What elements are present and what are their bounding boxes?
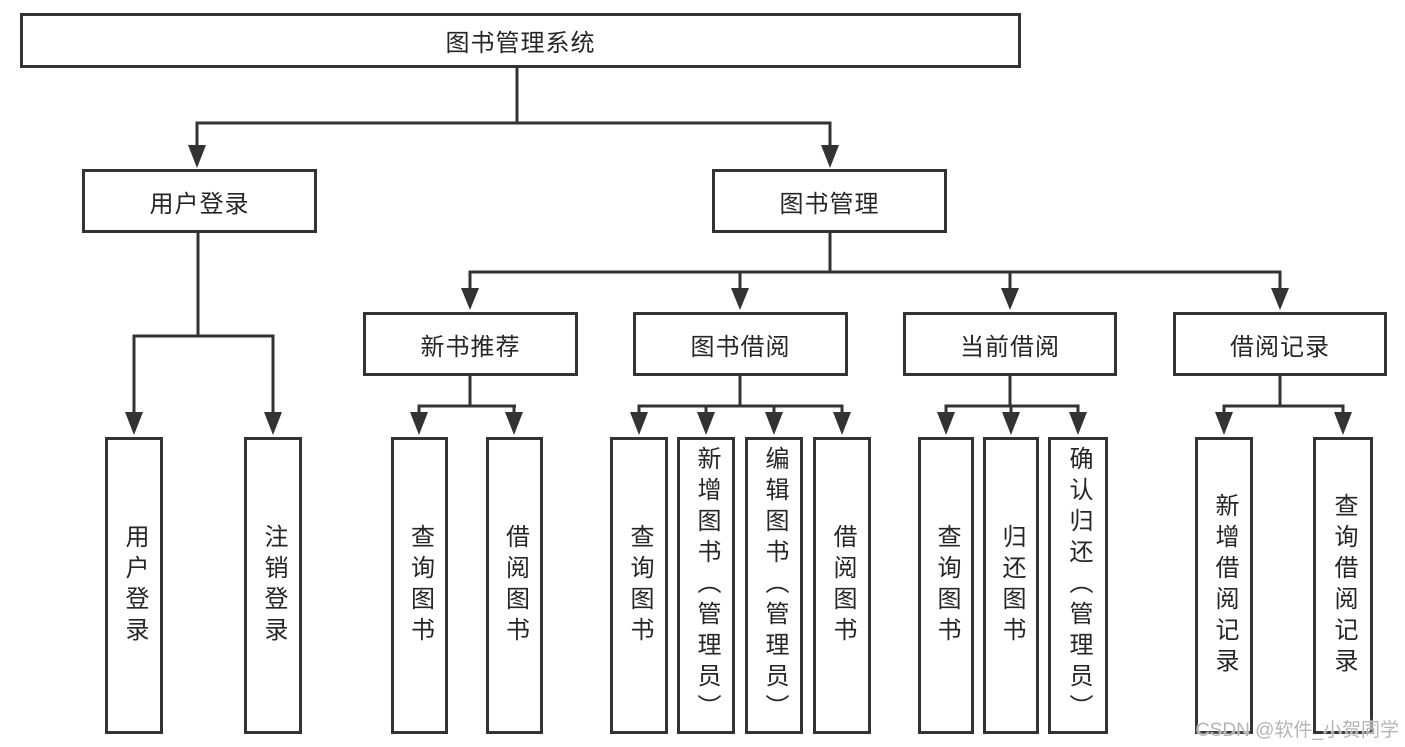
leaf-borrow-books-recommend: 借阅图书 xyxy=(486,437,543,734)
leaf-edit-books-admin: 编辑图书（管理员） xyxy=(745,437,803,734)
leaf-logout-label: 注销登录 xyxy=(260,523,287,648)
leaf-query-books-current: 查询图书 xyxy=(918,437,974,734)
node-book-borrow: 图书借阅 xyxy=(633,312,848,376)
leaf-query-borrow-record-label: 查询借阅记录 xyxy=(1330,492,1357,679)
node-book-management: 图书管理 xyxy=(712,169,947,233)
leaf-user-login: 用户登录 xyxy=(105,437,163,734)
csdn-watermark: CSDN @软件_小贺同学 xyxy=(1196,720,1399,741)
leaf-edit-books-admin-label: 编辑图书（管理员） xyxy=(761,446,788,725)
connector-book-mgmt-children xyxy=(461,233,1289,310)
connector-current-borrow-children xyxy=(937,376,1087,435)
leaf-add-borrow-record: 新增借阅记录 xyxy=(1195,437,1253,734)
leaf-return-books: 归还图书 xyxy=(983,437,1039,734)
node-borrow-record: 借阅记录 xyxy=(1173,312,1387,376)
connector-root-to-level2 xyxy=(188,68,839,168)
connector-book-borrow-children xyxy=(630,376,851,435)
leaf-borrow-books: 借阅图书 xyxy=(813,437,871,734)
leaf-confirm-return-admin-label: 确认归还（管理员） xyxy=(1065,446,1092,725)
leaf-add-books-admin-label: 新增图书（管理员） xyxy=(693,446,720,725)
node-root-library-system: 图书管理系统 xyxy=(20,13,1021,68)
leaf-logout: 注销登录 xyxy=(244,437,302,734)
node-new-book-recommend-label: 新书推荐 xyxy=(420,333,521,361)
leaf-return-books-label: 归还图书 xyxy=(998,523,1025,648)
connector-borrow-record-children xyxy=(1215,376,1352,435)
leaf-user-login-label: 用户登录 xyxy=(121,523,148,648)
leaf-query-books-borrow-label: 查询图书 xyxy=(626,523,653,648)
node-borrow-record-label: 借阅记录 xyxy=(1230,333,1330,361)
leaf-query-books-borrow: 查询图书 xyxy=(610,437,668,734)
leaf-add-books-admin: 新增图书（管理员） xyxy=(677,437,735,734)
connector-user-login-children xyxy=(125,233,282,435)
leaf-add-borrow-record-label: 新增借阅记录 xyxy=(1211,492,1238,679)
node-current-borrow-label: 当前借阅 xyxy=(960,333,1060,361)
leaf-query-borrow-record: 查询借阅记录 xyxy=(1313,437,1373,734)
node-user-login-label: 用户登录 xyxy=(149,190,250,218)
leaf-query-books-recommend-label: 查询图书 xyxy=(406,523,434,648)
node-book-borrow-label: 图书借阅 xyxy=(690,333,791,361)
node-current-borrow: 当前借阅 xyxy=(903,312,1117,376)
node-user-login: 用户登录 xyxy=(82,169,317,233)
leaf-confirm-return-admin: 确认归还（管理员） xyxy=(1048,437,1108,734)
node-root-label: 图书管理系统 xyxy=(445,30,596,57)
connector-new-book-children xyxy=(410,376,523,435)
leaf-query-books-recommend: 查询图书 xyxy=(391,437,448,734)
node-new-book-recommend: 新书推荐 xyxy=(363,312,578,376)
leaf-borrow-books-recommend-label: 借阅图书 xyxy=(501,523,529,648)
node-book-management-label: 图书管理 xyxy=(779,190,880,218)
leaf-query-books-current-label: 查询图书 xyxy=(933,523,960,648)
leaf-borrow-books-label: 借阅图书 xyxy=(829,523,856,648)
